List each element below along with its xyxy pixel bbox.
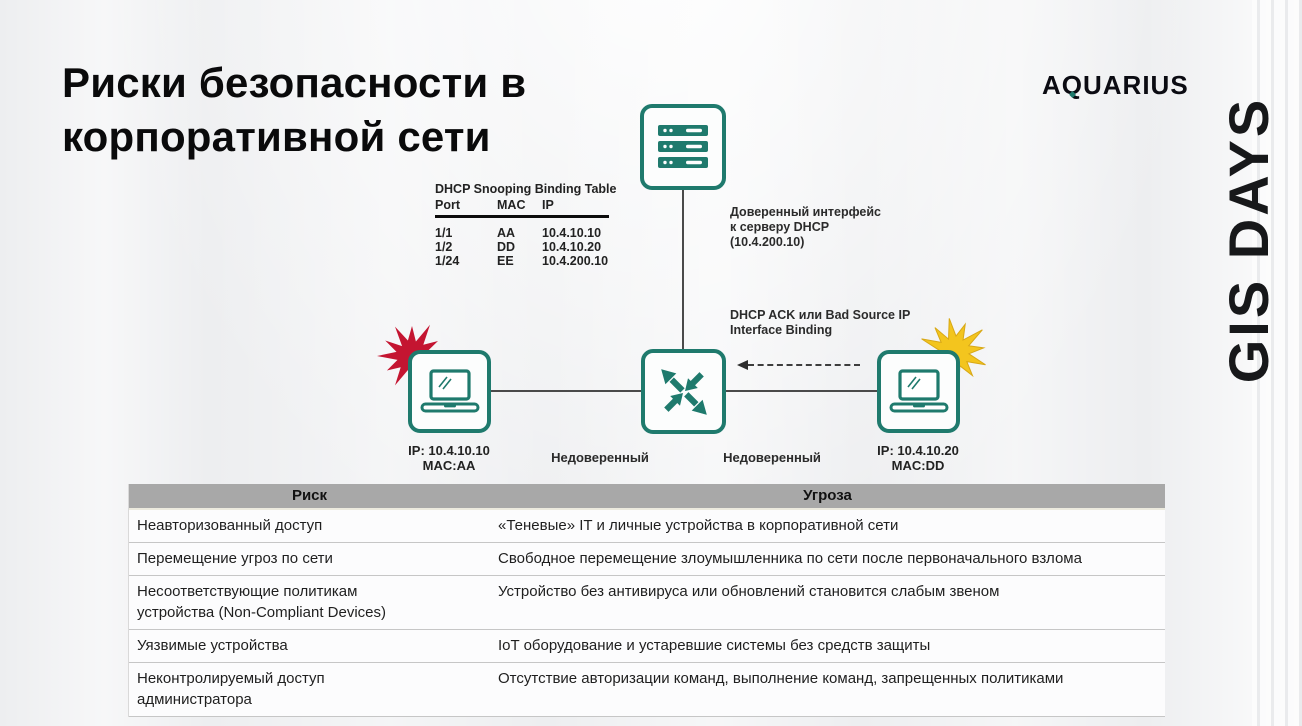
risk-cell: Несоответствующие политикам устройства (… (129, 576, 490, 630)
binding-row: 1/1 AA 10.4.10.10 (435, 226, 642, 240)
binding-cell: 10.4.10.20 (542, 240, 602, 254)
trusted-interface-note: Доверенный интерфейс к серверу DHCP (10.… (730, 205, 881, 250)
untrusted-label-right: Недоверенный (723, 450, 821, 465)
threat-column-header: Угроза (490, 484, 1165, 510)
dhcp-ack-note: DHCP ACK или Bad Source IP Interface Bin… (730, 308, 910, 338)
note-line: к серверу DHCP (730, 220, 830, 234)
risk-threat-table: Риск Угроза Неавторизованный доступ «Тен… (128, 484, 1165, 717)
server-icon (658, 125, 708, 168)
dhcp-ack-arrowhead-icon (737, 360, 748, 370)
left-host-ip: IP: 10.4.10.10 (408, 443, 490, 458)
connector-left-laptop-switch (491, 390, 641, 392)
laptop-left-node (408, 350, 491, 433)
note-line: Доверенный интерфейс (730, 205, 881, 219)
title-line-1: Риски безопасности в (62, 59, 527, 106)
binding-cell: 1/24 (435, 254, 460, 268)
gis-days-banner: GIS DAYS (1217, 96, 1280, 384)
binding-cell: AA (497, 226, 516, 240)
left-host-label: IP: 10.4.10.10 MAC:AA (379, 443, 519, 473)
binding-col-port: Port (435, 198, 460, 212)
note-line: DHCP ACK или Bad Source IP (730, 308, 911, 322)
binding-cell: 1/1 (435, 226, 453, 240)
note-line: (10.4.200.10) (730, 235, 805, 249)
aquarius-logo-text: AQUARIUS (1042, 70, 1189, 100)
binding-table-divider (435, 215, 609, 218)
connector-server-switch (682, 190, 684, 350)
threat-cell: Отсутствие авторизации команд, выполнени… (490, 663, 1165, 717)
binding-row: 1/2 DD 10.4.10.20 (435, 240, 642, 254)
curtain-texture (1252, 0, 1302, 726)
connector-right-laptop-switch (726, 390, 877, 392)
laptop-icon (420, 368, 479, 412)
binding-cell: DD (497, 240, 516, 254)
binding-row: 1/24 EE 10.4.200.10 (435, 254, 642, 268)
threat-cell: Свободное перемещение злоумышленника по … (490, 543, 1165, 576)
risk-cell: Неконтролируемый доступ администратора (129, 663, 490, 717)
note-line: Interface Binding (730, 323, 833, 337)
binding-table-title: DHCP Snooping Binding Table (435, 182, 617, 196)
binding-cell: 10.4.200.10 (542, 254, 609, 268)
switch-node (641, 349, 726, 434)
risk-cell: Неавторизованный доступ (129, 510, 490, 543)
threat-cell: Устройство без антивируса или обновлений… (490, 576, 1165, 630)
dhcp-binding-table: DHCP Snooping Binding Table Port MAC IP … (435, 182, 642, 268)
risk-cell: Перемещение угроз по сети (129, 543, 490, 576)
dhcp-ack-dashed-line (748, 364, 860, 366)
risk-cell: Уязвимые устройства (129, 630, 490, 663)
binding-cell: EE (497, 254, 514, 268)
switch-icon (660, 368, 707, 415)
untrusted-label-left: Недоверенный (551, 450, 649, 465)
aquarius-logo: AQUARIUS (1042, 70, 1189, 101)
threat-cell: «Теневые» IT и личные устройства в корпо… (490, 510, 1165, 543)
binding-col-ip: IP (542, 198, 554, 212)
page-title: Риски безопасности в корпоративной сети (62, 56, 526, 164)
binding-table-header: Port MAC IP (435, 198, 642, 212)
binding-cell: 1/2 (435, 240, 453, 254)
binding-col-mac: MAC (497, 198, 526, 212)
right-host-mac: MAC:DD (891, 458, 945, 473)
laptop-right-node (877, 350, 960, 433)
right-host-label: IP: 10.4.10.20 MAC:DD (848, 443, 988, 473)
title-line-2: корпоративной сети (62, 113, 491, 160)
binding-cell: 10.4.10.10 (542, 226, 602, 240)
risk-column-header: Риск (129, 484, 490, 510)
left-host-mac: MAC:AA (422, 458, 476, 473)
dhcp-server-node (640, 104, 726, 190)
laptop-icon (889, 368, 948, 412)
right-host-ip: IP: 10.4.10.20 (877, 443, 959, 458)
threat-cell: IoT оборудование и устаревшие системы бе… (490, 630, 1165, 663)
